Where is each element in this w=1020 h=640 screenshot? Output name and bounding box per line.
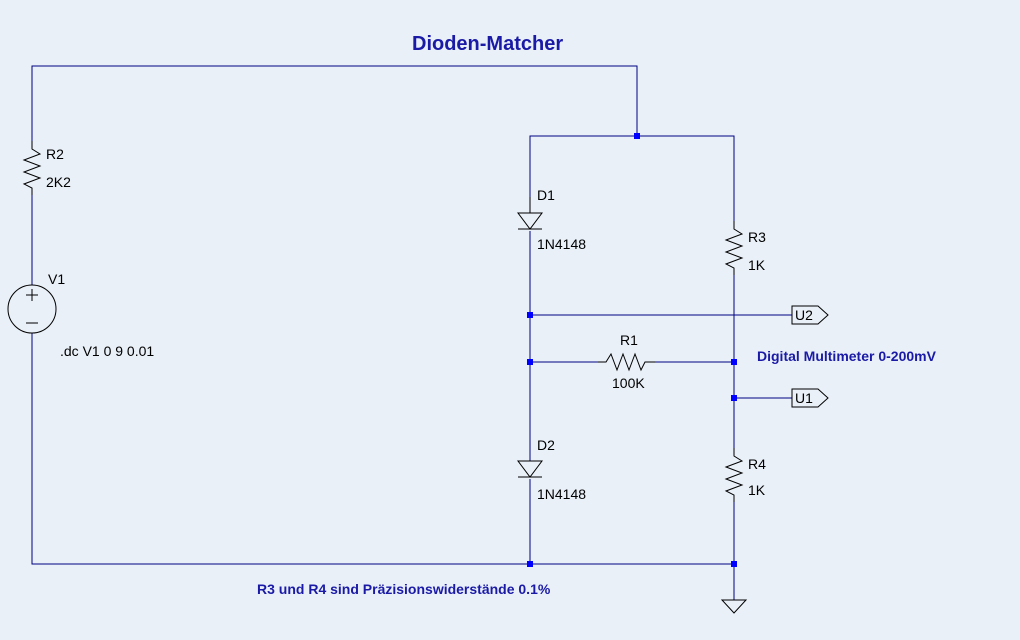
resistor-r3[interactable]: R3 1K	[724, 221, 766, 275]
wire-top-bridge	[529, 135, 735, 221]
resistor-r2[interactable]: R2 2K2	[22, 141, 71, 195]
junction-dot	[527, 359, 533, 365]
d1-name: D1	[537, 187, 555, 203]
r3-value: 1K	[748, 257, 766, 273]
d2-value: 1N4148	[537, 486, 586, 502]
diode-d1[interactable]: D1 1N4148	[517, 187, 586, 252]
net-label-u2[interactable]: U2	[791, 305, 829, 325]
junction-dot	[527, 561, 533, 567]
junction-dots	[527, 133, 737, 567]
u1-label: U1	[795, 390, 813, 406]
r4-value: 1K	[748, 482, 766, 498]
net-label-u1[interactable]: U1	[791, 388, 829, 408]
junction-dot	[731, 359, 737, 365]
junction-dot	[527, 312, 533, 318]
u2-label: U2	[795, 307, 813, 323]
r4-name: R4	[748, 456, 766, 472]
r1-name: R1	[620, 332, 638, 348]
precision-note: R3 und R4 sind Präzisionswiderstände 0.1…	[257, 581, 551, 597]
junction-dot	[634, 133, 640, 139]
ground-symbol[interactable]	[720, 599, 748, 614]
r2-value: 2K2	[46, 174, 71, 190]
r1-value: 100K	[612, 375, 645, 391]
dc-sweep-directive: .dc V1 0 9 0.01	[60, 343, 154, 359]
schematic-title: Dioden-Matcher	[412, 33, 563, 55]
wires	[31, 65, 792, 600]
junction-dot	[731, 395, 737, 401]
d2-name: D2	[537, 437, 555, 453]
resistor-r4[interactable]: R4 1K	[724, 448, 766, 502]
r3-name: R3	[748, 229, 766, 245]
junction-dot	[731, 561, 737, 567]
resistor-r1[interactable]: R1 100K	[598, 332, 655, 391]
meter-note: Digital Multimeter 0-200mV	[757, 348, 937, 364]
v1-name: V1	[48, 271, 65, 287]
voltage-source-v1[interactable]: V1	[7, 271, 65, 334]
wire-bottom	[31, 333, 734, 565]
wire-top-loop	[31, 65, 638, 141]
diode-d2[interactable]: D2 1N4148	[517, 437, 586, 502]
r2-name: R2	[46, 146, 64, 162]
d1-value: 1N4148	[537, 236, 586, 252]
